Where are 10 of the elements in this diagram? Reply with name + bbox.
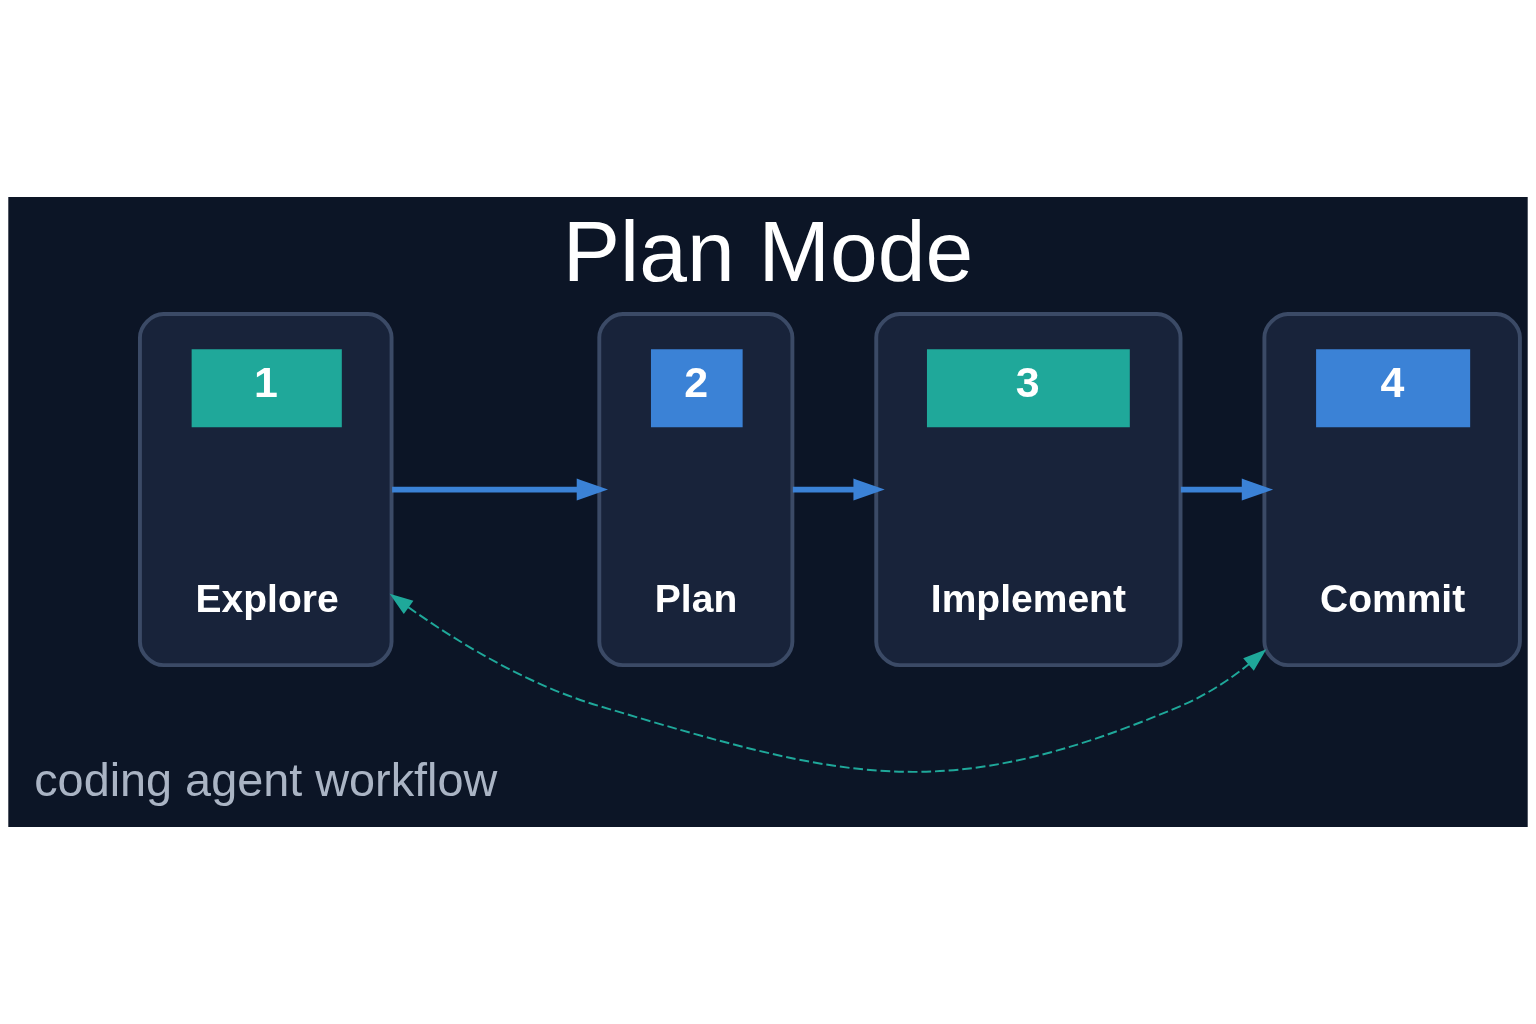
arrow (1180, 478, 1274, 501)
arrow (389, 593, 1267, 773)
node-box: 2 Plan (597, 312, 795, 668)
node-box: 4 Commit (1262, 312, 1522, 668)
arrow (792, 478, 885, 501)
node-box: 3 Implement (874, 312, 1183, 668)
label: coding agent workflow (34, 754, 498, 807)
diagram-title: Plan Mode (562, 203, 974, 300)
arrow (392, 478, 608, 501)
node-box: 1 Explore (138, 312, 394, 668)
